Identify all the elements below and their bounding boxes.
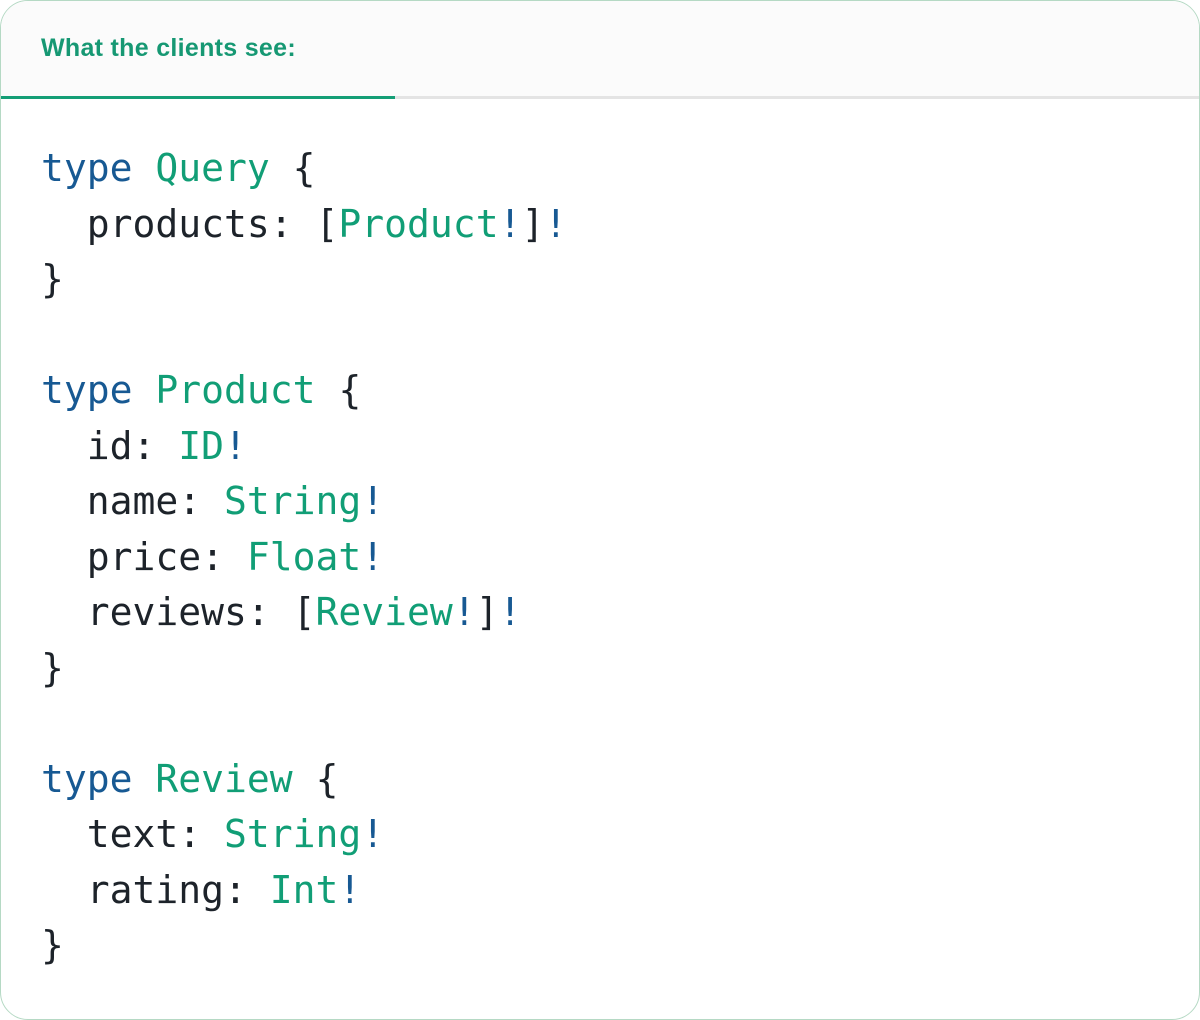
tab-what-clients-see[interactable]: What the clients see: [1, 1, 395, 99]
code-line [41, 308, 1179, 364]
code-block: type Query { products: [Product!]!} type… [1, 99, 1199, 974]
code-token-type: Float [246, 534, 362, 579]
code-line: text: String! [41, 807, 1179, 863]
code-token-bang: ! [498, 201, 522, 246]
code-token-bang: ! [224, 423, 247, 468]
code-line: type Query { [41, 141, 1179, 197]
code-token-plain: { [292, 756, 339, 801]
code-token-plain: id: [41, 423, 179, 468]
code-line: } [41, 641, 1179, 697]
code-token-plain: reviews: [ [41, 590, 316, 634]
code-token-type: Int [269, 867, 339, 912]
tab-label: What the clients see: [41, 34, 296, 62]
code-token-type: String [224, 479, 362, 523]
code-line: id: ID! [41, 419, 1179, 475]
code-token-bang: ! [361, 534, 385, 579]
code-token-plain [133, 146, 156, 190]
code-token-plain: text: [41, 812, 225, 856]
code-token-keyword: type [41, 146, 133, 190]
code-line: name: String! [41, 474, 1179, 530]
code-token-plain: products: [ [41, 201, 339, 246]
code-token-type: Product [338, 201, 499, 246]
code-line [41, 696, 1179, 752]
code-token-plain: } [41, 645, 64, 690]
code-token-plain: { [269, 146, 316, 190]
code-token-type: Review [315, 590, 453, 634]
code-token-plain: price: [41, 534, 247, 579]
code-token-plain: { [315, 368, 362, 412]
code-line: } [41, 252, 1179, 308]
code-token-keyword: type [41, 756, 133, 801]
code-token-type: Review [155, 756, 293, 801]
code-token-plain: } [41, 257, 64, 301]
code-token-plain: ] [475, 590, 499, 634]
code-token-type: Query [155, 146, 270, 190]
code-token-bang: ! [361, 479, 385, 523]
code-token-bang: ! [338, 867, 362, 912]
tab-bar: What the clients see: [1, 1, 1199, 99]
code-token-type: Product [155, 368, 316, 412]
code-token-type: ID [178, 423, 225, 468]
code-line: price: Float! [41, 530, 1179, 586]
code-token-plain [133, 757, 156, 801]
code-token-type: String [224, 812, 362, 856]
code-token-bang: ! [498, 590, 522, 634]
code-token-bang: ! [544, 201, 568, 246]
code-line: type Review { [41, 752, 1179, 808]
code-token-plain: name: [41, 479, 225, 523]
code-line: type Product { [41, 363, 1179, 419]
code-line: } [41, 918, 1179, 974]
code-line: products: [Product!]! [41, 197, 1179, 253]
code-token-plain: } [41, 923, 64, 967]
code-line: rating: Int! [41, 863, 1179, 919]
code-token-keyword: type [41, 368, 133, 412]
code-token-bang: ! [452, 590, 476, 634]
code-token-plain [133, 368, 156, 412]
code-token-bang: ! [361, 812, 385, 856]
code-token-plain: rating: [41, 867, 270, 912]
code-line: reviews: [Review!]! [41, 585, 1179, 641]
code-token-plain: ] [521, 201, 545, 246]
